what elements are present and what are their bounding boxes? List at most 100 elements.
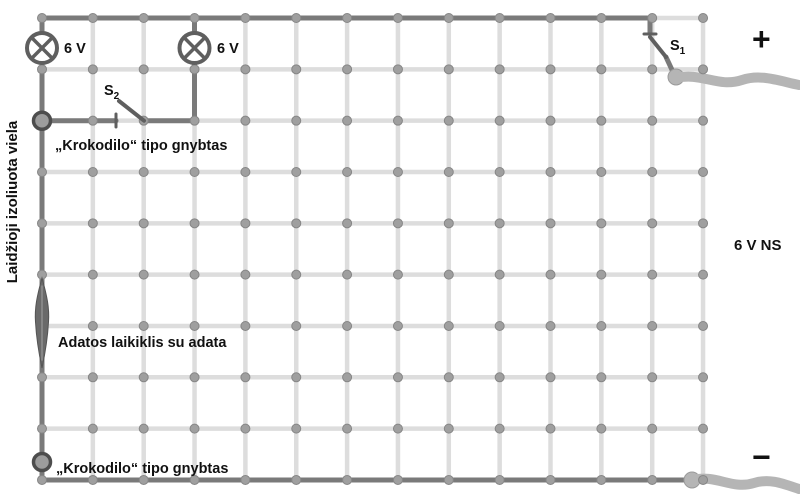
lamp-1-label: 6 V	[64, 41, 86, 57]
board-pin	[392, 320, 403, 331]
board-lattice	[39, 15, 706, 483]
needle-holder	[34, 276, 50, 369]
crocodile-clamp-top	[31, 110, 53, 131]
board-pin	[545, 64, 556, 75]
board-pin	[240, 115, 251, 126]
board-pin	[545, 320, 556, 331]
board-pin	[443, 218, 454, 229]
board-pin	[443, 423, 454, 434]
board-pin	[342, 115, 353, 126]
board-pin	[698, 64, 709, 75]
board-pin	[443, 372, 454, 383]
board-pin	[596, 423, 607, 434]
board-pin	[392, 166, 403, 177]
board-pin	[494, 372, 505, 383]
board-pin	[37, 423, 47, 434]
board-pin	[342, 166, 353, 177]
board-pin	[596, 372, 607, 383]
board-pin	[698, 13, 709, 23]
board-pin	[87, 13, 98, 23]
board-pin	[647, 269, 658, 280]
board-pin	[647, 218, 658, 229]
board-pin	[240, 372, 251, 383]
board-pin	[240, 166, 251, 177]
board-pin	[189, 13, 200, 23]
switch-s2-label-base: S	[104, 83, 114, 99]
lamp-1	[25, 31, 59, 65]
board-pin	[545, 115, 556, 126]
switch-s1-bottom-lead	[663, 54, 676, 75]
board-pin	[87, 372, 98, 383]
board-pin	[494, 423, 505, 434]
components	[25, 31, 668, 473]
board-pin	[189, 269, 200, 280]
board-pin	[342, 372, 353, 383]
board-pin	[291, 13, 302, 23]
board-pin	[698, 115, 709, 126]
board-pin	[37, 218, 47, 229]
lamp-2-cross-icon	[182, 35, 207, 61]
board-pin	[240, 13, 251, 23]
board-pin	[647, 372, 658, 383]
switch-s1	[642, 32, 668, 59]
board-pin	[494, 269, 505, 280]
board-pin	[342, 474, 353, 485]
board-pin	[596, 13, 607, 23]
board-pin	[443, 166, 454, 177]
board-pin	[647, 166, 658, 177]
board-pin	[698, 166, 709, 177]
board-pin	[37, 166, 47, 177]
switch-s1-label: S1	[670, 38, 686, 57]
board-pin	[545, 474, 556, 485]
board-pin	[392, 372, 403, 383]
board-pin	[240, 218, 251, 229]
board-pin	[392, 13, 403, 23]
board-pin	[443, 64, 454, 75]
board-pin	[189, 166, 200, 177]
labels: 6 V 6 V S2 S1 „Krokodilo“ tipo gnybtas „…	[4, 21, 782, 477]
lamp-1-cross-icon	[29, 35, 55, 61]
board-pin	[240, 269, 251, 280]
board-pin	[37, 13, 47, 23]
board-pin	[392, 64, 403, 75]
board-pin	[494, 474, 505, 485]
board-pin	[189, 372, 200, 383]
board-pin	[291, 218, 302, 229]
board-pin	[596, 64, 607, 75]
crocodile-clamp-bottom	[31, 451, 53, 473]
board-pin	[698, 474, 709, 485]
board-pin	[291, 372, 302, 383]
board-pin	[240, 423, 251, 434]
board-pin	[291, 269, 302, 280]
board-pin	[545, 372, 556, 383]
wiring	[39, 15, 800, 494]
board-pin	[596, 474, 607, 485]
board-pin	[647, 320, 658, 331]
board-pin	[494, 166, 505, 177]
board-pin	[596, 115, 607, 126]
board-pin	[138, 320, 149, 331]
switch-s1-label-sub: 1	[680, 46, 686, 57]
board-pin	[596, 320, 607, 331]
clamp-top-label: „Krokodilo“ tipo gnybtas	[55, 138, 227, 154]
board-pin	[494, 64, 505, 75]
board-pin	[87, 474, 98, 485]
needle-holder-label: Adatos laikiklis su adata	[58, 335, 227, 351]
switch-s2	[114, 99, 146, 129]
board-pin	[443, 474, 454, 485]
board-pin	[37, 474, 47, 485]
board-pin	[443, 13, 454, 23]
insulated-wire-label: Laidžioji izoliuota viela	[4, 120, 21, 283]
lamp-2	[177, 31, 212, 65]
board-pin	[240, 474, 251, 485]
board-pin	[545, 166, 556, 177]
board-pin	[291, 320, 302, 331]
board-pin	[443, 320, 454, 331]
board-pin	[138, 269, 149, 280]
board-pin	[37, 64, 47, 75]
board-pin	[189, 474, 200, 485]
board-pin	[342, 320, 353, 331]
board-pin	[545, 13, 556, 23]
minus-sign: −	[752, 439, 771, 475]
